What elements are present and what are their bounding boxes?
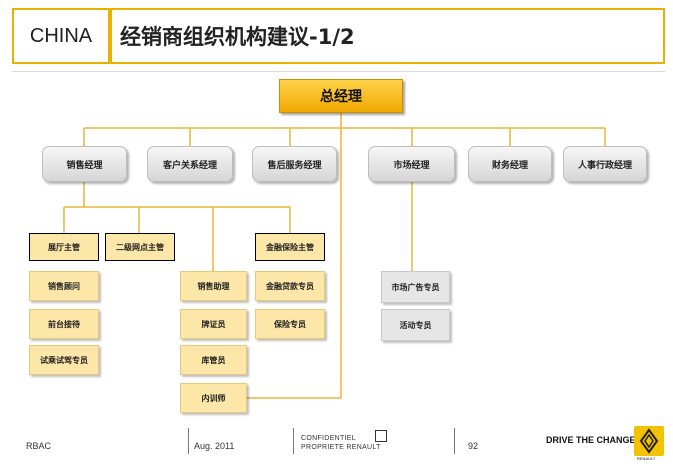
manager-marketing: 市场经理: [368, 146, 455, 182]
secondary-outlet-supervisor: 二级网点主管: [105, 233, 175, 261]
footer-confidential-line2: PROPRIETE RENAULT: [301, 444, 381, 451]
header-divider: [12, 71, 665, 72]
staff-insurance: 保险专员: [255, 309, 325, 339]
staff-sales-assistant: 销售助理: [180, 271, 247, 301]
staff-license-clerk: 牌证员: [180, 309, 247, 339]
footer-separator: [293, 428, 294, 454]
finance-insurance-supervisor: 金融保险主管: [255, 233, 325, 261]
staff-warehouse-keeper: 库管员: [180, 345, 247, 375]
footer-confidential-line1: CONFIDENTIEL: [301, 435, 356, 442]
staff-sales-consultant: 销售顾问: [29, 271, 99, 301]
manager-after-sales: 售后服务经理: [252, 146, 337, 182]
showroom-supervisor: 展厅主管: [29, 233, 99, 261]
page-title: 经销商组织机构建议-1/2: [110, 8, 665, 64]
staff-marketing-advertising: 市场广告专员: [381, 271, 450, 303]
footer-slogan: DRIVE THE CHANGE: [546, 435, 636, 445]
staff-finance-loan: 金融贷款专员: [255, 271, 325, 301]
footer-date: Aug. 2011: [194, 441, 235, 451]
footer-org-code: RBAC: [26, 441, 52, 451]
country-label: CHINA: [12, 8, 110, 64]
ceo-box: 总经理: [279, 79, 403, 113]
manager-hr-admin: 人事行政经理: [563, 146, 647, 182]
footer-separator: [454, 428, 455, 454]
manager-finance: 财务经理: [468, 146, 552, 182]
staff-events: 活动专员: [381, 309, 450, 341]
manager-customer-relations: 客户关系经理: [147, 146, 233, 182]
renault-logo-icon: [634, 426, 664, 456]
footer-page-number: 92: [468, 441, 479, 451]
footer-separator: [188, 428, 189, 454]
staff-test-drive: 试乘试驾专员: [29, 345, 99, 375]
manager-sales: 销售经理: [42, 146, 127, 182]
confidential-checkbox[interactable]: [375, 430, 387, 442]
staff-internal-trainer: 内训师: [180, 383, 247, 413]
staff-reception: 前台接待: [29, 309, 99, 339]
renault-wordmark: RENAULT: [637, 456, 656, 461]
